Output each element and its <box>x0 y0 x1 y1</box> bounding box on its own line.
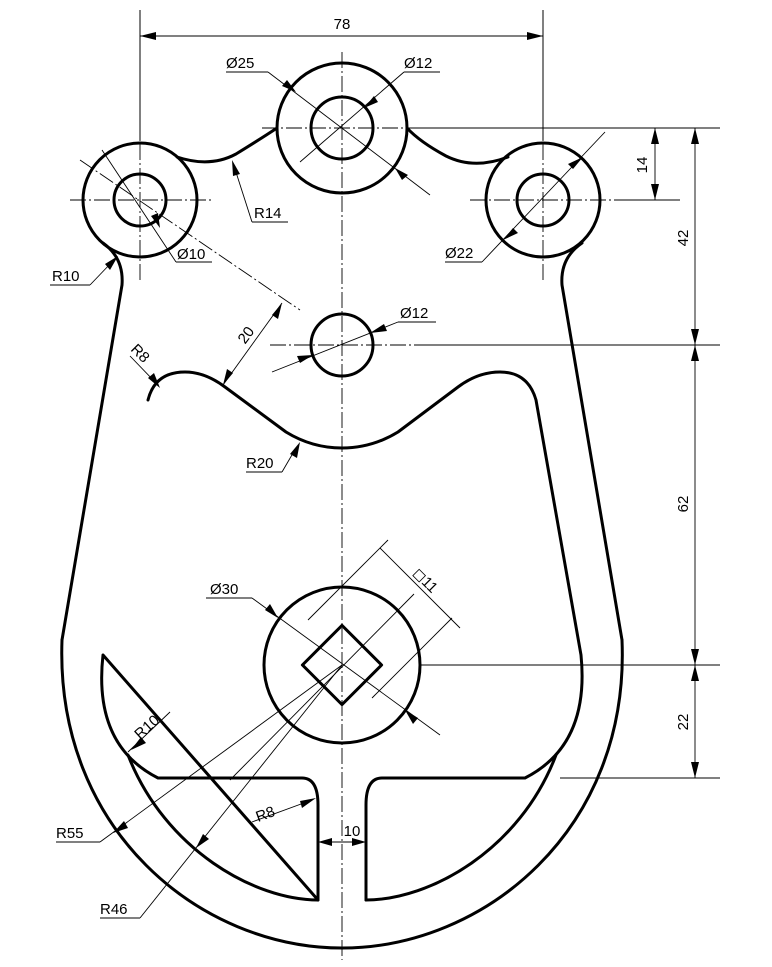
label-r46: R46 <box>100 901 128 918</box>
center-lines <box>70 52 614 960</box>
label-62: 62 <box>675 496 692 513</box>
outer-bottom-arc <box>60 638 624 950</box>
label-20: 20 <box>235 324 259 347</box>
square-hole <box>300 623 384 707</box>
right-outer-flank <box>560 241 624 642</box>
inner-bottom-arc <box>126 753 558 902</box>
dimension-lines <box>50 32 699 919</box>
label-r20: R20 <box>246 455 274 472</box>
right-r14-arc <box>405 126 510 165</box>
extension-lines <box>139 10 720 779</box>
middle-hole-circle <box>309 312 375 378</box>
label-dia-22: Ø22 <box>445 245 473 262</box>
label-r55: R55 <box>56 825 84 842</box>
label-dia-25: Ø25 <box>226 55 254 72</box>
label-10-gap: 10 <box>344 823 361 840</box>
top-hole-circle <box>309 95 375 161</box>
label-dia-10: Ø10 <box>177 246 205 263</box>
label-22: 22 <box>675 714 692 731</box>
left-hole-circle <box>112 172 168 228</box>
right-boss-circle <box>484 141 602 259</box>
label-dia-30: Ø30 <box>210 581 238 598</box>
right-hole-circle <box>515 172 571 228</box>
label-dia-12-top: Ø12 <box>404 55 432 72</box>
label-r14: R14 <box>254 205 282 222</box>
label-square-11: ◻11 <box>409 565 441 597</box>
left-outer-flank <box>60 241 124 642</box>
label-14: 14 <box>634 157 651 174</box>
left-boss-circle <box>81 141 199 259</box>
left-r14-arc <box>175 126 279 164</box>
label-r8-upper: R8 <box>127 341 153 367</box>
label-r8-lower: R8 <box>254 803 278 826</box>
label-42: 42 <box>675 230 692 247</box>
label-dia-12-mid: Ø12 <box>400 305 428 322</box>
inner-window-outline <box>100 370 584 902</box>
label-r10-left: R10 <box>52 268 80 285</box>
label-78: 78 <box>334 16 351 33</box>
